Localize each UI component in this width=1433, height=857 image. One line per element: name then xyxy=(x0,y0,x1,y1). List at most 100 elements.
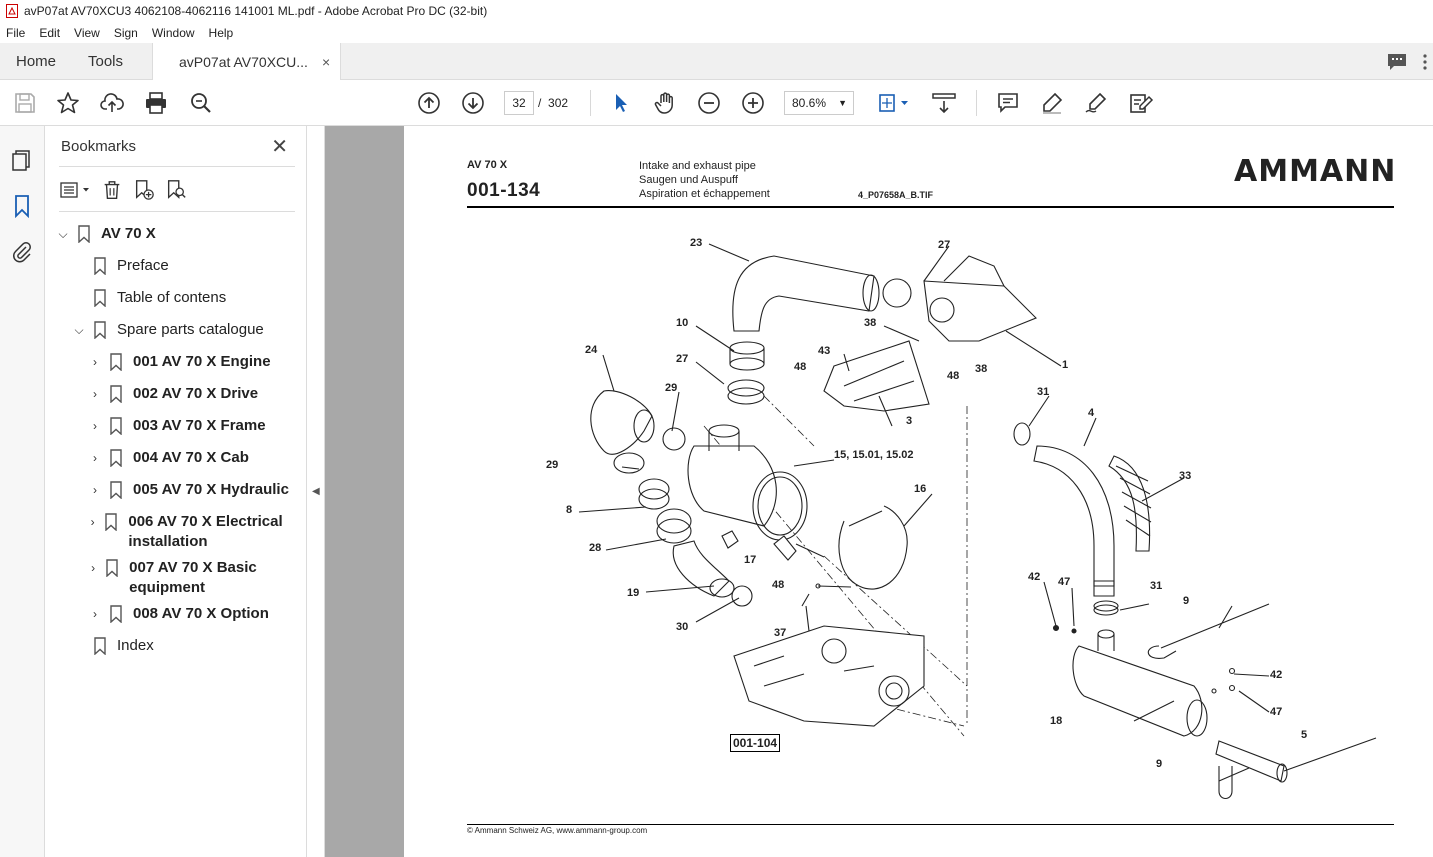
doc-model: AV 70 X xyxy=(467,159,508,171)
bookmark-item[interactable]: ⌵ Spare parts catalogue xyxy=(71,320,264,340)
callout-label: 47 xyxy=(1058,576,1071,588)
bookmark-icon xyxy=(106,559,118,577)
header-rule xyxy=(467,206,1394,208)
document-viewer[interactable]: AV 70 X 001-134 Intake and exhaust pipe … xyxy=(325,126,1433,857)
panel-collapse-handle[interactable]: ◀ xyxy=(307,126,325,857)
new-bookmark-icon[interactable] xyxy=(131,178,157,202)
callout-label: 38 xyxy=(975,363,988,375)
bookmark-item[interactable]: › 004 AV 70 X Cab xyxy=(87,448,249,468)
description-fr: Aspiration et échappement xyxy=(639,188,770,200)
find-bookmark-icon[interactable] xyxy=(163,178,189,202)
bookmark-item[interactable]: › 006 AV 70 X Electrical installation xyxy=(87,512,297,552)
fit-page-icon[interactable] xyxy=(876,80,912,126)
delete-bookmark-icon[interactable] xyxy=(99,178,125,202)
bookmark-item[interactable]: › 007 AV 70 X Basic equipment xyxy=(87,558,287,598)
bookmark-label: 006 AV 70 X Electrical installation xyxy=(128,513,283,550)
save-icon[interactable] xyxy=(13,80,37,126)
tab-document[interactable]: avP07at AV70XCU... × xyxy=(152,43,342,81)
chevron-down-icon[interactable]: ⌵ xyxy=(58,226,68,241)
scroll-mode-icon[interactable] xyxy=(931,80,957,126)
bookmark-item[interactable]: › 003 AV 70 X Frame xyxy=(87,416,266,436)
bookmark-item[interactable]: › 005 AV 70 X Hydraulic xyxy=(87,480,289,500)
chevron-right-icon[interactable]: › xyxy=(93,387,97,401)
chevron-right-icon[interactable]: › xyxy=(93,607,97,621)
menu-window[interactable]: Window xyxy=(151,25,195,40)
bookmark-item[interactable]: › 008 AV 70 X Option xyxy=(87,604,269,624)
bookmark-item[interactable]: Index xyxy=(71,636,154,656)
options-menu-icon[interactable] xyxy=(59,178,93,202)
zoom-out-icon[interactable] xyxy=(697,80,721,126)
bookmark-item[interactable]: ⌵ AV 70 X xyxy=(55,224,156,244)
callout-label: 48 xyxy=(772,579,785,591)
page-total-value: 302 xyxy=(548,96,569,110)
draw-sign-icon[interactable] xyxy=(1084,80,1108,126)
bookmark-icon xyxy=(94,289,106,307)
bookmark-item[interactable]: Table of contens xyxy=(71,288,226,308)
chevron-spacer xyxy=(71,288,87,308)
chevron-right-icon[interactable]: › xyxy=(93,483,97,497)
bookmark-panel-icon[interactable] xyxy=(10,194,34,218)
chevron-right-icon[interactable]: › xyxy=(90,515,95,529)
toolbar-divider xyxy=(976,90,977,116)
doc-copyright: © Ammann Schweiz AG, www.ammann-group.co… xyxy=(467,826,648,835)
menu-bar: File Edit View Sign Window Help xyxy=(0,22,1433,43)
menu-edit[interactable]: Edit xyxy=(39,25,61,40)
bookmark-label: Table of contens xyxy=(117,289,227,306)
zoom-level-select[interactable]: 80.6%▼ xyxy=(784,91,854,115)
page-number-input[interactable]: 32 xyxy=(504,91,534,115)
tab-close-icon[interactable]: × xyxy=(321,54,331,70)
doc-description: Intake and exhaust pipe Saugen und Auspu… xyxy=(639,159,770,201)
zoom-level-value: 80.6% xyxy=(792,96,827,110)
edit-tools-icon[interactable] xyxy=(1128,80,1154,126)
bookmark-icon xyxy=(110,605,122,623)
select-cursor-icon[interactable] xyxy=(609,80,633,126)
tab-home[interactable]: Home xyxy=(16,53,57,70)
menu-help[interactable]: Help xyxy=(208,25,234,40)
description-en: Intake and exhaust pipe xyxy=(639,160,756,172)
cross-reference-box[interactable]: 001-104 xyxy=(730,734,781,752)
print-icon[interactable] xyxy=(144,80,168,126)
chevron-down-icon[interactable]: ⌵ xyxy=(74,322,84,337)
callout-label: 48 xyxy=(794,361,807,373)
chevron-right-icon[interactable]: › xyxy=(93,419,97,433)
highlight-pen-icon[interactable] xyxy=(1040,80,1064,126)
tab-tools[interactable]: Tools xyxy=(88,53,124,70)
chevron-right-icon[interactable]: › xyxy=(91,561,96,575)
callout-label: 29 xyxy=(665,382,678,394)
next-page-icon[interactable] xyxy=(461,80,485,126)
callout-label: 47 xyxy=(1270,706,1283,718)
upload-cloud-icon[interactable] xyxy=(100,80,124,126)
close-icon[interactable]: ✕ xyxy=(271,136,288,158)
more-vertical-icon[interactable] xyxy=(1420,53,1430,71)
bookmark-item[interactable]: › 002 AV 70 X Drive xyxy=(87,384,258,404)
callout-label: 42 xyxy=(1270,669,1283,681)
bookmark-label: Preface xyxy=(117,257,169,274)
attachment-icon[interactable] xyxy=(10,240,34,264)
callout-label: 9 xyxy=(1156,758,1163,770)
chevron-right-icon[interactable]: › xyxy=(93,355,97,369)
page-total: / 302 xyxy=(538,91,568,115)
add-comment-icon[interactable] xyxy=(996,80,1020,126)
collapse-arrow-icon: ◀ xyxy=(312,486,320,497)
bookmark-icon xyxy=(110,385,122,403)
chevron-right-icon[interactable]: › xyxy=(93,451,97,465)
brand-logo: AMMANN xyxy=(1234,154,1397,189)
bookmark-label: 007 AV 70 X Basic equipment xyxy=(129,559,257,596)
bookmark-item[interactable]: Preface xyxy=(71,256,169,276)
callout-label: 9 xyxy=(1183,595,1190,607)
callout-label: 37 xyxy=(774,627,787,639)
menu-sign[interactable]: Sign xyxy=(113,25,138,40)
zoom-in-icon[interactable] xyxy=(741,80,765,126)
bookmark-item[interactable]: › 001 AV 70 X Engine xyxy=(87,352,271,372)
comment-bubble-icon[interactable] xyxy=(1386,52,1408,72)
page-thumbnails-icon[interactable] xyxy=(10,148,34,172)
pdf-app-icon xyxy=(6,4,18,18)
menu-file[interactable]: File xyxy=(6,25,26,40)
callout-label: 10 xyxy=(676,317,689,329)
menu-view[interactable]: View xyxy=(74,25,100,40)
bookmark-icon xyxy=(110,417,122,435)
star-icon[interactable] xyxy=(56,80,80,126)
previous-page-icon[interactable] xyxy=(417,80,441,126)
zoom-search-icon[interactable] xyxy=(189,80,213,126)
hand-tool-icon[interactable] xyxy=(653,80,677,126)
